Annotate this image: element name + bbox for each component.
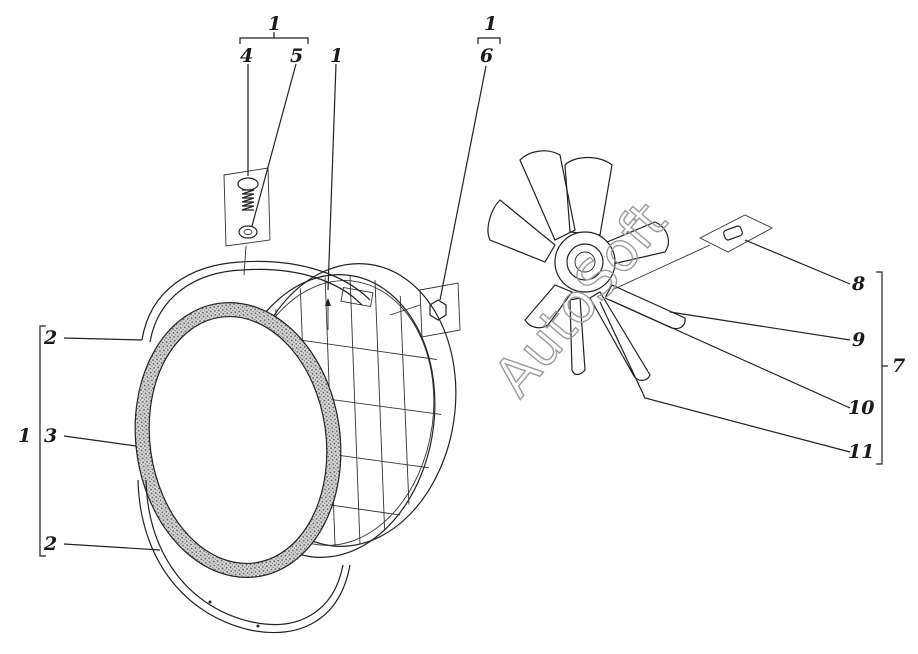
label-1-top-left: 1 bbox=[268, 13, 281, 35]
half-hoop-lower bbox=[137, 479, 351, 634]
fan-assembly bbox=[487, 150, 686, 381]
label-1-top-mid: 1 bbox=[484, 13, 497, 35]
label-2-lower: 2 bbox=[43, 533, 57, 555]
label-1-ring: 1 bbox=[330, 45, 343, 67]
label-6: 6 bbox=[480, 45, 493, 67]
leader-lines bbox=[39, 32, 888, 557]
label-10: 10 bbox=[848, 397, 874, 419]
label-7: 7 bbox=[892, 355, 905, 377]
seal-ring bbox=[134, 302, 342, 578]
label-2-upper: 2 bbox=[43, 327, 57, 349]
label-9: 9 bbox=[852, 329, 865, 351]
screw-washer-detail bbox=[223, 167, 271, 276]
label-8: 8 bbox=[851, 273, 865, 295]
bolt-detail bbox=[611, 214, 773, 291]
label-3: 3 bbox=[44, 425, 57, 447]
label-1-side: 1 bbox=[18, 425, 31, 447]
half-hoop-upper bbox=[141, 260, 371, 343]
label-4: 4 bbox=[240, 45, 253, 67]
nut-detail bbox=[389, 282, 461, 338]
callout-labels: 1 4 5 1 1 6 2 3 1 2 8 9 7 10 11 bbox=[18, 13, 905, 555]
label-5: 5 bbox=[290, 45, 303, 67]
label-11: 11 bbox=[848, 441, 874, 463]
